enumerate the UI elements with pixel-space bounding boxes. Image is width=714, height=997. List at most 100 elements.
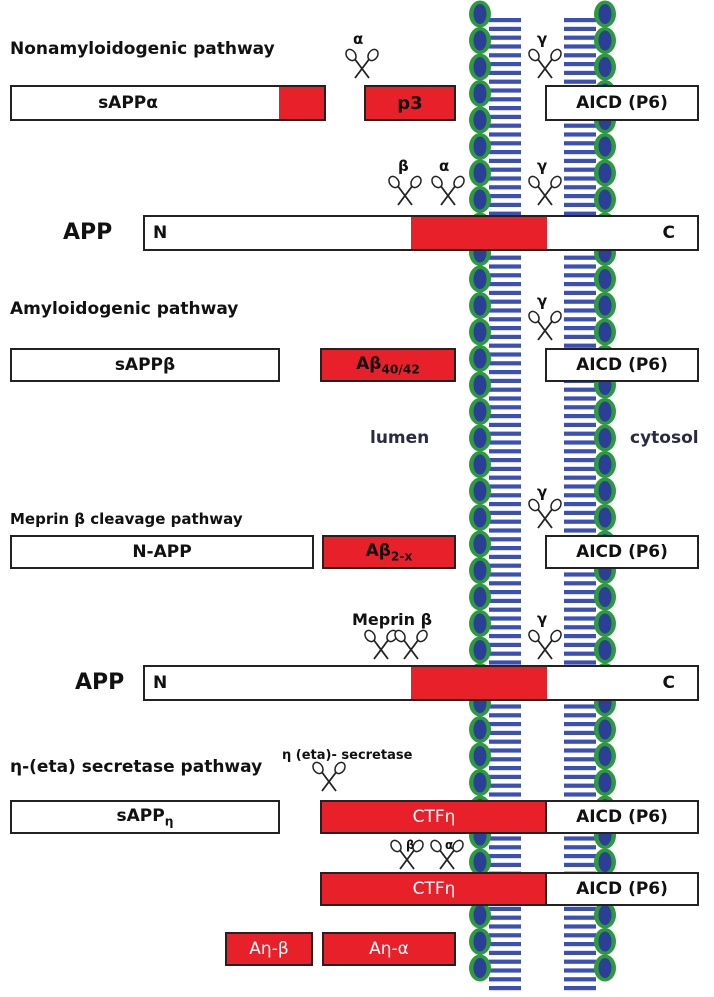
lipid-head-core bbox=[473, 534, 487, 554]
lipid-tail-left bbox=[489, 484, 521, 489]
lipid-head-core bbox=[598, 481, 612, 501]
lipid-tail-left bbox=[489, 836, 521, 841]
lipid-tail-left bbox=[489, 308, 521, 313]
c-terminus-1: C bbox=[662, 223, 675, 243]
lipid-tail-left bbox=[489, 422, 521, 427]
lipid-tail-right bbox=[564, 123, 596, 128]
lipid-head-core bbox=[598, 507, 612, 528]
lipid-tail-left bbox=[489, 167, 521, 172]
lipid-tail-left bbox=[489, 273, 521, 278]
lipid-tail-left bbox=[489, 739, 521, 744]
lipid-head-core bbox=[473, 852, 487, 872]
lipid-tail-left bbox=[489, 572, 521, 577]
lipid-tail-left bbox=[489, 361, 521, 366]
abeta-2-x-box: Aβ2-x bbox=[322, 535, 456, 569]
lipid-tail-right bbox=[564, 783, 596, 788]
eta-secretase-label: η (eta)- secretase bbox=[282, 748, 413, 763]
lipid-tail-left bbox=[489, 554, 521, 559]
lipid-tail-right bbox=[564, 493, 596, 498]
lipid-head-core bbox=[473, 772, 487, 793]
lipid-tail-right bbox=[564, 924, 596, 929]
lipid-tail-left bbox=[489, 783, 521, 788]
n-app-label: N-APP bbox=[132, 542, 192, 562]
ctf-eta-label-2: CTFη bbox=[412, 879, 456, 899]
lipid-head-core bbox=[473, 640, 487, 660]
lipid-tail-left bbox=[489, 757, 521, 762]
lumen-label: lumen bbox=[370, 428, 430, 448]
lipid-tail-right bbox=[564, 774, 596, 779]
lipid-tail-left bbox=[489, 396, 521, 401]
lipid-head-core bbox=[598, 136, 612, 157]
lipid-head-core bbox=[473, 83, 487, 104]
lipid-tail-right bbox=[564, 581, 596, 586]
app-bar-1: N C bbox=[143, 215, 699, 251]
lipid-head-core bbox=[473, 269, 487, 289]
lipid-tail-right bbox=[564, 590, 596, 595]
lipid-tail-right bbox=[564, 387, 596, 392]
lipid-tail-left bbox=[489, 123, 521, 128]
lipid-tail-right bbox=[564, 510, 596, 515]
lipid-tail-right bbox=[564, 854, 596, 859]
aicd-box-2: AICD (P6) bbox=[545, 348, 699, 382]
a-eta-alpha-box: Aη-α bbox=[322, 932, 456, 966]
lipid-tail-left bbox=[489, 598, 521, 603]
n-app-box: N-APP bbox=[10, 535, 314, 569]
lipid-tail-left bbox=[489, 950, 521, 955]
lipid-tail-left bbox=[489, 915, 521, 920]
lipid-tail-left bbox=[489, 264, 521, 269]
lipid-tail-left bbox=[489, 88, 521, 93]
lipid-tail-right bbox=[564, 290, 596, 295]
lipid-head-core bbox=[598, 613, 612, 634]
lipid-tail-left bbox=[489, 97, 521, 102]
lipid-tail-right bbox=[564, 167, 596, 172]
lipid-tail-right bbox=[564, 396, 596, 401]
c-terminus-2: C bbox=[662, 673, 675, 693]
app-label-1: APP bbox=[63, 220, 113, 245]
lipid-head-core bbox=[473, 163, 487, 183]
lipid-tail-right bbox=[564, 730, 596, 735]
lipid-head-core bbox=[598, 958, 612, 978]
beta-label-1: β bbox=[398, 157, 409, 175]
lipid-tail-right bbox=[564, 150, 596, 155]
lipid-tail-right bbox=[564, 141, 596, 146]
lipid-head-core bbox=[598, 931, 612, 952]
lipid-tail-right bbox=[564, 405, 596, 410]
aicd-box-5: AICD (P6) bbox=[545, 872, 699, 906]
sapp-eta-box: sAPPη bbox=[10, 800, 280, 834]
lipid-tail-right bbox=[564, 959, 596, 964]
lipid-tail-right bbox=[564, 625, 596, 630]
abeta-40-42-box: Aβ40/42 bbox=[320, 348, 456, 382]
lipid-tail-left bbox=[489, 616, 521, 621]
lipid-head-core bbox=[598, 295, 612, 316]
lipid-head-core bbox=[473, 613, 487, 634]
p3-box: p3 bbox=[364, 85, 456, 121]
lipid-head-core bbox=[598, 269, 612, 289]
ctf-eta-box-1: CTFη bbox=[320, 800, 548, 834]
abeta-domain-2 bbox=[411, 667, 547, 699]
lipid-head-core bbox=[598, 454, 612, 475]
nonamyloidogenic-title: Nonamyloidogenic pathway bbox=[10, 39, 275, 59]
lipid-tail-left bbox=[489, 625, 521, 630]
lipid-tail-right bbox=[564, 440, 596, 445]
lipid-tail-left bbox=[489, 282, 521, 287]
meprin-beta-label: Meprin β bbox=[352, 610, 433, 629]
lipid-tail-left bbox=[489, 18, 521, 23]
lipid-tail-left bbox=[489, 458, 521, 463]
gamma-label: γ bbox=[537, 30, 548, 48]
lipid-head-core bbox=[473, 587, 487, 607]
lipid-tail-left bbox=[489, 158, 521, 163]
lipid-head-core bbox=[598, 905, 612, 925]
lipid-tail-right bbox=[564, 176, 596, 181]
lipid-tail-left bbox=[489, 581, 521, 586]
lipid-tail-left bbox=[489, 713, 521, 718]
lipid-head-core bbox=[473, 560, 487, 581]
lipid-tail-right bbox=[564, 475, 596, 480]
lipid-head-core bbox=[473, 4, 487, 24]
lipid-tail-left bbox=[489, 475, 521, 480]
lipid-tail-left bbox=[489, 862, 521, 867]
lipid-tail-right bbox=[564, 211, 596, 216]
sapp-alpha-red-end bbox=[279, 87, 324, 119]
sapp-alpha-box: sAPPα bbox=[10, 85, 326, 121]
lipid-head-core bbox=[598, 401, 612, 422]
lipid-tail-right bbox=[564, 616, 596, 621]
